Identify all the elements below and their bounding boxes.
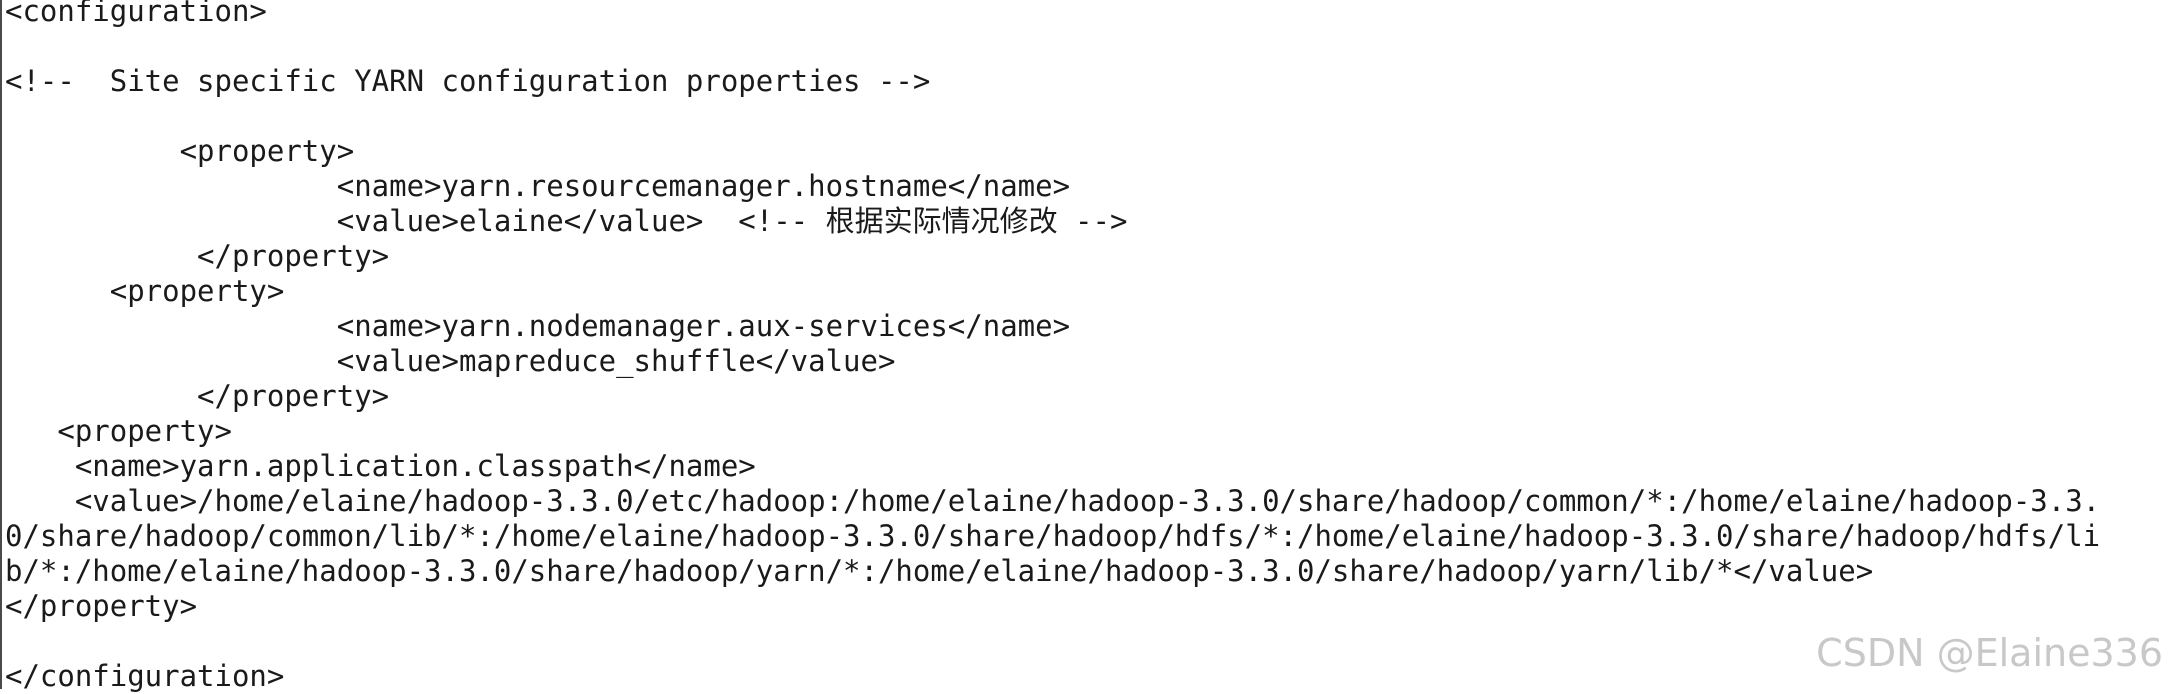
csdn-watermark: CSDN @Elaine336 xyxy=(1816,631,2163,675)
code-line-6: <name>yarn.resourcemanager.hostname</nam… xyxy=(5,169,1071,203)
code-line-10: <name>yarn.nodemanager.aux-services</nam… xyxy=(5,309,1071,343)
code-line-15: <value>/home/elaine/hadoop-3.3.0/etc/had… xyxy=(5,484,2101,518)
code-line-9: <property> xyxy=(5,274,285,308)
code-line-14: <name>yarn.application.classpath</name> xyxy=(5,449,756,483)
code-line-20: </configuration> xyxy=(5,659,285,693)
code-line-11: <value>mapreduce_shuffle</value> xyxy=(5,344,896,378)
code-line-18: </property> xyxy=(5,589,198,623)
code-line-16: 0/share/hadoop/common/lib/*:/home/elaine… xyxy=(5,519,2101,553)
code-line-5: <property> xyxy=(5,134,355,168)
code-line-8: </property> xyxy=(5,239,390,273)
code-line-7: <value>elaine</value> <!-- 根据实际情况修改 --> xyxy=(5,204,1128,238)
code-line-3: <!-- Site specific YARN configuration pr… xyxy=(5,64,931,98)
code-line-17: b/*:/home/elaine/hadoop-3.3.0/share/hado… xyxy=(5,554,1874,588)
code-line-12: </property> xyxy=(5,379,390,413)
code-line-13: <property> xyxy=(5,414,232,448)
code-line-1: <configuration> xyxy=(5,0,267,28)
